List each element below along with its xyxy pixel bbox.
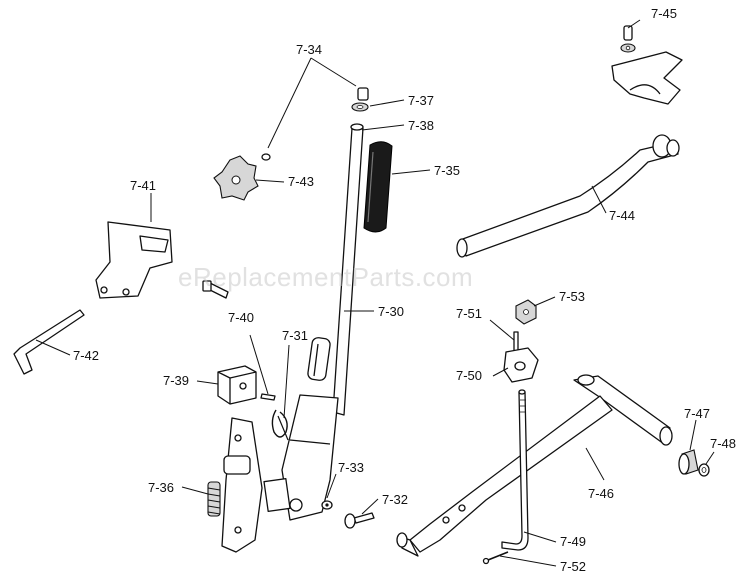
part-7-46-main-arm — [396, 374, 673, 557]
part-7-32-bolt — [344, 512, 375, 529]
callout-7-48: 7-48 — [710, 436, 736, 451]
callout-labels: 7-34 7-37 7-38 7-35 7-43 7-41 7-30 7-42 … — [73, 6, 736, 574]
part-7-42-l-rod — [13, 309, 85, 375]
part-7-45-mounting-bracket — [611, 25, 683, 105]
callout-7-33: 7-33 — [338, 460, 364, 475]
callout-7-37: 7-37 — [408, 93, 434, 108]
part-7-48-washer — [698, 463, 710, 477]
part-7-41-bracket — [95, 221, 173, 299]
callout-7-52: 7-52 — [560, 559, 586, 574]
callout-7-40: 7-40 — [228, 310, 254, 325]
callout-7-53: 7-53 — [559, 289, 585, 304]
part-7-33-washer — [321, 500, 333, 510]
part-7-52-cotter-pin — [482, 551, 509, 565]
part-7-51-stud — [513, 331, 519, 353]
callout-7-36: 7-36 — [148, 480, 174, 495]
part-7-50-swivel — [503, 347, 539, 383]
callout-7-45: 7-45 — [651, 6, 677, 21]
part-7-34-pin — [261, 87, 369, 161]
callout-7-44: 7-44 — [609, 208, 635, 223]
part-7-30-lever-tube — [263, 123, 364, 521]
callout-7-49: 7-49 — [560, 534, 586, 549]
part-7-40-pin — [260, 393, 276, 401]
callout-7-43: 7-43 — [288, 174, 314, 189]
callout-7-38: 7-38 — [408, 118, 434, 133]
part-7-44-bent-shaft — [456, 134, 680, 258]
callout-7-51: 7-51 — [456, 306, 482, 321]
pedal-arm — [221, 417, 263, 553]
part-7-49-rod — [501, 389, 529, 551]
callout-7-31: 7-31 — [282, 328, 308, 343]
part-7-53-nut — [515, 299, 537, 325]
part-7-39-block — [217, 365, 257, 405]
callout-7-50: 7-50 — [456, 368, 482, 383]
part-7-43-star-knob — [213, 155, 259, 201]
callout-7-32: 7-32 — [382, 492, 408, 507]
callout-7-39: 7-39 — [163, 373, 189, 388]
callout-7-47: 7-47 — [684, 406, 710, 421]
part-7-37-washer — [351, 102, 369, 112]
part-7-36-spring — [207, 481, 221, 517]
part-7-31-clip — [271, 409, 289, 441]
callout-7-41: 7-41 — [130, 178, 156, 193]
callout-7-35: 7-35 — [434, 163, 460, 178]
part-7-35-handle-grip — [363, 141, 393, 233]
leader-lines — [35, 19, 715, 567]
part-7-47-bushing — [678, 449, 699, 475]
callout-7-30: 7-30 — [378, 304, 404, 319]
watermark: eReplacementParts.com — [178, 262, 473, 292]
callout-7-42: 7-42 — [73, 348, 99, 363]
callout-7-46: 7-46 — [588, 486, 614, 501]
bolt-small — [202, 280, 229, 299]
callout-7-34: 7-34 — [296, 42, 322, 57]
